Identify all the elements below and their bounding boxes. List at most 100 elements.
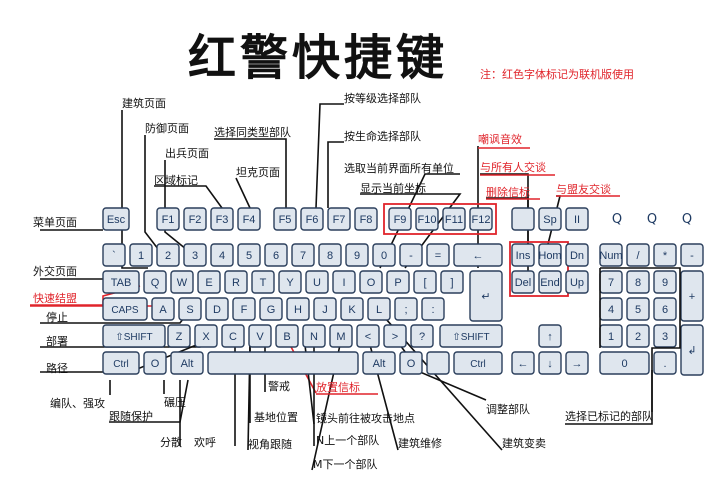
key-f11: F11 (442, 207, 466, 231)
label-taunt-sound: 嘲讽音效 (478, 133, 522, 146)
key-label-lbr: [ (423, 277, 426, 289)
key-label-lalt: Alt (181, 358, 194, 370)
key-label-rshift: ⇧SHIFT (452, 332, 489, 343)
key-label-f11: F11 (445, 214, 463, 226)
key-label-f12: F12 (472, 214, 491, 226)
key-n8: 8 (318, 243, 342, 267)
label-prev-unit: N上一个部队 (316, 434, 380, 447)
key-label-f5: F5 (279, 214, 292, 226)
key-n9: 9 (345, 243, 369, 267)
key-label-q: Q (151, 277, 160, 289)
leader-line (214, 138, 287, 208)
key-menu (426, 351, 450, 375)
key-label-n2: 2 (165, 250, 171, 262)
key-label-k7: 7 (608, 277, 614, 289)
key-label-del: Del (515, 277, 532, 289)
key-label-k1: 1 (608, 331, 614, 343)
key-f10: F10 (415, 207, 439, 231)
key-n4: 4 (210, 243, 234, 267)
key-label-k0: 0 (621, 358, 627, 370)
red-highlight-boxes (383, 203, 569, 297)
key-label-kplus: + (689, 291, 695, 303)
key-label-r: R (232, 277, 240, 289)
label-scatter: 分散 (160, 436, 182, 449)
key-label-a: A (159, 304, 167, 316)
label-select-marked-units: 选择已标记的部队 (565, 410, 653, 423)
key-rbr: ] (440, 270, 464, 294)
key-pgdn: Up (565, 270, 589, 294)
key-k7: 7 (599, 270, 623, 294)
key-caps: CAPS (102, 297, 148, 321)
key-label-num: Num (599, 250, 622, 262)
key-label-x: X (202, 331, 210, 343)
key-label-n6: 6 (273, 250, 279, 262)
key-g: G (259, 297, 283, 321)
key-n6: 6 (264, 243, 288, 267)
label-deploy: 部署 (46, 335, 68, 348)
key-ins: Ins (511, 243, 535, 267)
key-l: L (367, 297, 391, 321)
key-down: ↓ (538, 351, 562, 375)
key-label-minus: - (409, 250, 413, 262)
key-h: H (286, 297, 310, 321)
key-label-n0: 0 (381, 250, 387, 262)
key-x: X (194, 324, 218, 348)
key-f4: F4 (237, 207, 261, 231)
key-f5: F5 (273, 207, 297, 231)
key-label-comma: < (365, 331, 371, 343)
key-lctrl: Ctrl (102, 351, 140, 375)
leader-lines (30, 103, 653, 471)
leader-line (315, 103, 344, 209)
key-k: K (340, 297, 364, 321)
key-i: I (332, 270, 356, 294)
red-box-ins-end (509, 241, 569, 297)
key-right: → (565, 351, 589, 375)
key-label-left: ← (518, 358, 529, 370)
key-label-f8: F8 (360, 214, 373, 226)
key-label-n1: 1 (138, 250, 144, 262)
key-k2: 2 (626, 324, 650, 348)
key-label-kdot: . (663, 358, 666, 370)
key-semi: ; (394, 297, 418, 321)
key-label-n9: 9 (354, 250, 360, 262)
key-u: U (305, 270, 329, 294)
key-label-w: W (177, 277, 188, 289)
label-waypoint: 路径 (46, 362, 68, 375)
key-slash: / (626, 243, 650, 267)
key-label-up: ↑ (547, 331, 553, 343)
key-label-z: Z (176, 331, 183, 343)
key-label-n7: 7 (300, 250, 306, 262)
label-camera-to-attack: 镜头前往被攻击地点 (316, 412, 415, 425)
key-q2: Q (647, 212, 657, 227)
key-label-h: H (294, 304, 302, 316)
key-k6: 6 (653, 297, 677, 321)
key-v: V (248, 324, 272, 348)
key-label-m: M (336, 331, 345, 343)
key-q1: Q (612, 212, 622, 227)
key-e: E (197, 270, 221, 294)
key-label-v: V (256, 331, 264, 343)
key-label-t: T (260, 277, 267, 289)
key-a: A (151, 297, 175, 321)
key-label-equal: = (435, 250, 441, 262)
key-label-f1: F1 (162, 214, 175, 226)
key-label-esc: Esc (107, 214, 126, 226)
label-place-beacon: 放置信标 (316, 381, 360, 394)
label-crush: 碾压 (164, 396, 186, 409)
key-kenter: ↲ (680, 324, 704, 376)
key-label-k6: 6 (662, 304, 668, 316)
key-k8: 8 (626, 270, 650, 294)
key-star: * (653, 243, 677, 267)
key-label-qmark: ? (419, 331, 425, 343)
key-n3: 3 (183, 243, 207, 267)
key-k0: 0 (599, 351, 650, 375)
label-infantry-page: 出兵页面 (165, 147, 209, 160)
label-sell: 建筑变卖 (502, 437, 546, 450)
key-label-f2: F2 (189, 214, 202, 226)
key-qmark: ? (410, 324, 434, 348)
key-label-right: → (572, 358, 583, 370)
key-k1: 1 (599, 324, 623, 348)
key-rwin: O (399, 351, 423, 375)
key-comma: < (356, 324, 380, 348)
